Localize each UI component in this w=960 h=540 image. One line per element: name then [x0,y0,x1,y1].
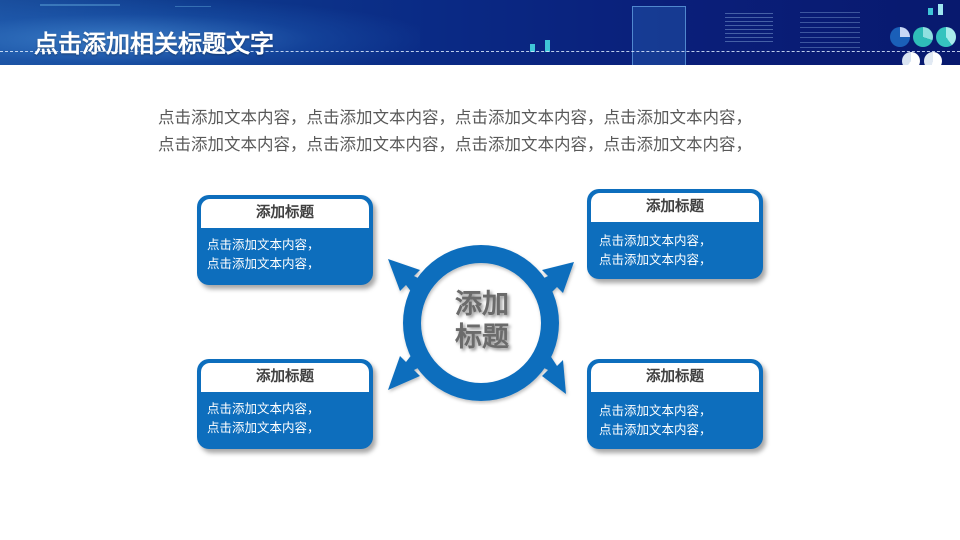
hub-title[interactable]: 添加 标题 [441,288,523,354]
card-title: 添加标题 [591,193,759,222]
header-deco-table [725,10,773,42]
header-deco-pie [913,27,933,47]
header-deco-chart [40,4,120,6]
header-glow [0,0,420,65]
hub-title-line: 添加 [455,289,509,320]
header-deco-bar [928,8,933,15]
card-body: 点击添加文本内容， 点击添加文本内容， [207,399,367,437]
header-dashed-line [0,51,960,52]
header-deco-pie [924,52,942,65]
header-deco-bar [545,40,550,52]
card-text-line: 点击添加文本内容， [599,403,712,418]
card-text-line: 点击添加文本内容， [599,422,712,437]
hub-title-line: 标题 [455,322,509,353]
header-deco-pie [890,27,910,47]
intro-line: 点击添加文本内容，点击添加文本内容，点击添加文本内容，点击添加文本内容， [158,108,752,127]
page-title[interactable]: 点击添加相关标题文字 [34,30,274,58]
card-text-line: 点击添加文本内容， [207,401,320,416]
header-deco-bar [530,44,535,52]
intro-line: 点击添加文本内容，点击添加文本内容，点击添加文本内容，点击添加文本内容， [158,135,752,154]
card-body: 点击添加文本内容， 点击添加文本内容， [599,401,757,439]
card-bottom-left[interactable]: 添加标题 点击添加文本内容， 点击添加文本内容， [197,359,373,449]
intro-text[interactable]: 点击添加文本内容，点击添加文本内容，点击添加文本内容，点击添加文本内容， 点击添… [158,104,818,158]
card-text-line: 点击添加文本内容， [207,420,320,435]
card-body: 点击添加文本内容， 点击添加文本内容， [599,231,757,269]
card-title: 添加标题 [591,363,759,392]
header-deco-pie [936,27,956,47]
card-text-line: 点击添加文本内容， [599,233,712,248]
header-deco-table [800,8,860,48]
header-deco-bar [938,4,943,15]
card-bottom-right[interactable]: 添加标题 点击添加文本内容， 点击添加文本内容， [587,359,763,449]
card-text-line: 点击添加文本内容， [599,252,712,267]
header-deco-pie [902,52,920,65]
card-title: 添加标题 [201,199,369,228]
header-deco-panel [632,6,686,65]
card-text-line: 点击添加文本内容， [207,256,320,271]
card-body: 点击添加文本内容， 点击添加文本内容， [207,235,367,273]
hub-circle-arrows-icon [388,245,574,401]
card-top-left[interactable]: 添加标题 点击添加文本内容， 点击添加文本内容， [197,195,373,285]
header-deco-chart [175,6,211,7]
card-text-line: 点击添加文本内容， [207,237,320,252]
card-title: 添加标题 [201,363,369,392]
header-banner: 点击添加相关标题文字 [0,0,960,65]
card-top-right[interactable]: 添加标题 点击添加文本内容， 点击添加文本内容， [587,189,763,279]
